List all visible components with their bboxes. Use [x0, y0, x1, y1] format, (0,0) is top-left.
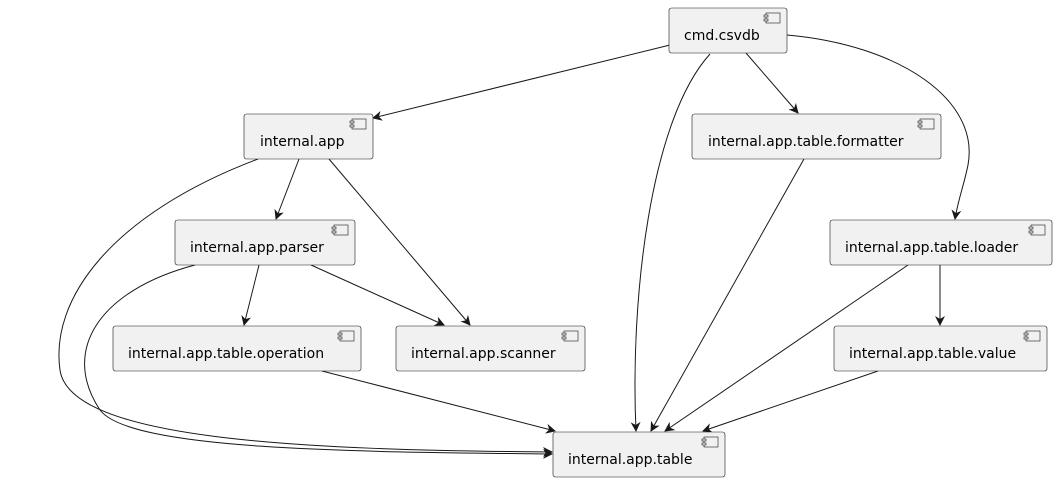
component-icon	[917, 118, 935, 130]
edge-internal-app-to-internal-app-parser	[274, 158, 300, 220]
edge-internal-app-parser-to-internal-app-table	[84, 264, 553, 459]
edge-internal-app-table-operation-to-internal-app-table	[321, 370, 556, 434]
node-internal-app: internal.app	[243, 113, 374, 160]
node-internal-app-table: internal.app.table	[552, 431, 726, 478]
node-label: internal.app.table	[568, 452, 692, 468]
component-icon	[763, 12, 781, 24]
component-icon	[701, 436, 719, 448]
edge-internal-app-to-internal-app-table	[58, 158, 553, 457]
node-label: internal.app.table.value	[849, 346, 1016, 362]
node-label: cmd.csvdb	[684, 28, 760, 44]
node-internal-app-table-value: internal.app.table.value	[833, 325, 1048, 372]
node-internal-app-scanner: internal.app.scanner	[395, 325, 586, 372]
edge-cmd-csvdb-to-internal-app-table-formatter	[745, 52, 799, 114]
edge-cmd-csvdb-to-internal-app-table	[630, 53, 711, 432]
node-internal-app-table-loader: internal.app.table.loader	[829, 219, 1053, 266]
edge-internal-app-table-formatter-to-internal-app-table	[650, 158, 805, 432]
edge-internal-app-table-loader-to-internal-app-table	[664, 264, 909, 432]
edge-internal-app-parser-to-internal-app-table-operation	[241, 264, 260, 326]
edge-cmd-csvdb-to-internal-app	[372, 44, 671, 121]
edge-internal-app-to-internal-app-scanner	[328, 158, 471, 326]
dependency-edges	[58, 34, 970, 459]
node-label: internal.app.table.operation	[128, 346, 324, 362]
component-icon	[349, 118, 367, 130]
node-internal-app-parser: internal.app.parser	[174, 219, 356, 266]
edge-cmd-csvdb-to-internal-app-table-loader	[786, 34, 970, 220]
component-icon	[1023, 330, 1041, 342]
edge-internal-app-table-value-to-internal-app-table	[702, 370, 879, 433]
node-internal-app-table-formatter: internal.app.table.formatter	[691, 113, 942, 160]
edge-internal-app-parser-to-internal-app-scanner	[310, 264, 445, 326]
node-internal-app-table-operation: internal.app.table.operation	[112, 325, 362, 372]
component-icon	[331, 224, 349, 236]
component-icon	[561, 330, 579, 342]
node-label: internal.app.parser	[190, 240, 324, 256]
node-label: internal.app.table.formatter	[708, 134, 904, 150]
component-icon	[1028, 224, 1046, 236]
node-label: internal.app.scanner	[411, 346, 556, 362]
node-cmd-csvdb: cmd.csvdb	[668, 7, 788, 54]
node-label: internal.app.table.loader	[845, 240, 1018, 256]
node-label: internal.app	[260, 134, 345, 150]
component-icon	[337, 330, 355, 342]
